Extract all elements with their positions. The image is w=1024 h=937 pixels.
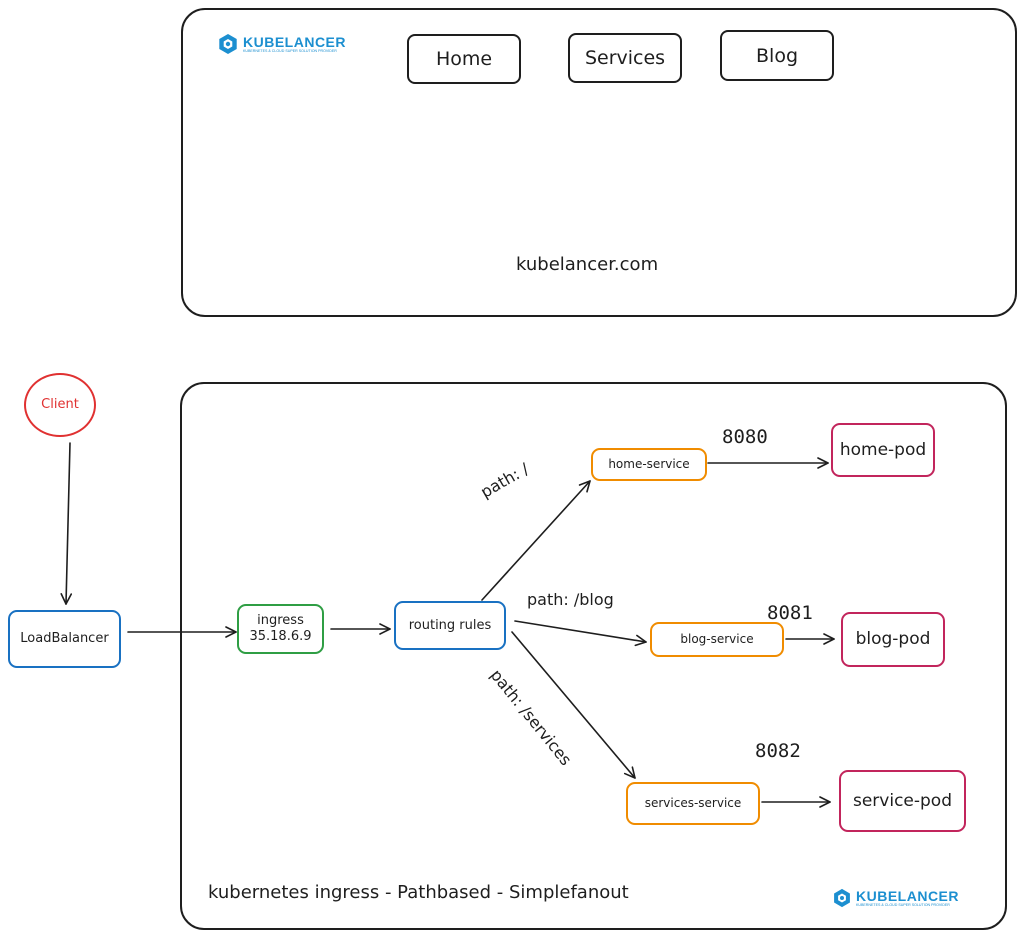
services-service-node: services-service bbox=[626, 782, 760, 825]
port-label-services: 8082 bbox=[755, 740, 801, 762]
logo-name: KUBELANCER bbox=[243, 33, 346, 50]
kubelancer-logo-icon bbox=[834, 888, 850, 908]
arrow-routing-to-services-service bbox=[511, 631, 636, 779]
domain-label: kubelancer.com bbox=[516, 254, 659, 275]
nav-button-home[interactable]: Home bbox=[407, 34, 521, 84]
blog-service-node: blog-service bbox=[650, 622, 784, 657]
home-service-node: home-service bbox=[591, 448, 707, 481]
blog-pod-label: blog-pod bbox=[855, 629, 931, 650]
home-pod-label: home-pod bbox=[839, 439, 927, 460]
home-pod-node: home-pod bbox=[831, 423, 935, 477]
arrow-routing-to-blog-service bbox=[514, 620, 647, 647]
diagram-caption: kubernetes ingress - Pathbased - Simplef… bbox=[208, 882, 629, 903]
client-label: Client bbox=[41, 397, 79, 413]
ingress-label: ingress bbox=[257, 613, 304, 629]
cluster-panel bbox=[180, 382, 1007, 930]
service-pod-label: service-pod bbox=[852, 790, 952, 811]
routing-rules-node: routing rules bbox=[394, 601, 506, 650]
arrow-routing-to-home-service bbox=[481, 480, 591, 601]
website-logo[interactable]: KUBELANCER KUBERNETES & CLOUD SUPER SOLU… bbox=[217, 33, 346, 55]
blog-service-label: blog-service bbox=[680, 632, 754, 647]
nav-button-blog[interactable]: Blog bbox=[720, 30, 834, 81]
arrow-client-to-lb bbox=[60, 442, 73, 605]
nav-button-services[interactable]: Services bbox=[568, 33, 682, 83]
logo-name: KUBELANCER bbox=[856, 887, 959, 904]
diagram-logo: KUBELANCER KUBERNETES & CLOUD SUPER SOLU… bbox=[832, 888, 959, 908]
services-service-label: services-service bbox=[644, 796, 742, 811]
load-balancer-label: LoadBalancer bbox=[20, 631, 109, 647]
logo-tagline: KUBERNETES & CLOUD SUPER SOLUTION PROVID… bbox=[856, 902, 950, 907]
kubelancer-logo-icon bbox=[219, 34, 237, 54]
logo-tagline: KUBERNETES & CLOUD SUPER SOLUTION PROVID… bbox=[243, 48, 337, 53]
blog-pod-node: blog-pod bbox=[841, 612, 945, 667]
website-panel bbox=[181, 8, 1017, 317]
home-service-label: home-service bbox=[608, 457, 690, 472]
ingress-ip: 35.18.6.9 bbox=[249, 629, 312, 644]
port-label-home: 8080 bbox=[722, 426, 768, 448]
client-node: Client bbox=[24, 373, 96, 437]
service-pod-node: service-pod bbox=[839, 770, 966, 832]
load-balancer-node: LoadBalancer bbox=[8, 610, 121, 668]
ingress-node: ingress 35.18.6.9 bbox=[237, 604, 324, 654]
port-label-blog: 8081 bbox=[767, 602, 813, 624]
path-label-blog: path: /blog bbox=[527, 590, 614, 609]
routing-rules-label: routing rules bbox=[408, 617, 492, 633]
